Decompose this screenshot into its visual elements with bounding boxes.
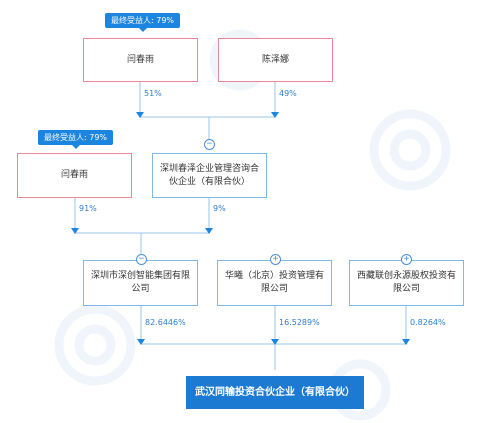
person-name: 陈泽娜	[261, 54, 289, 65]
arrow-down-icon	[271, 339, 279, 345]
person-name: 闫春雨	[60, 170, 88, 180]
arrow-down-icon	[71, 228, 79, 234]
target-company-node[interactable]: 武汉同输投资合伙企业（有限合伙）	[186, 376, 364, 409]
person-name: 闫春雨	[126, 54, 154, 65]
company-name: 西藏联创永源股权投资有限公司	[356, 271, 456, 294]
collapse-icon[interactable]: −	[136, 254, 147, 265]
beneficiary-badge-mid: 最终受益人: 79%	[38, 130, 114, 149]
arrow-down-icon	[136, 112, 144, 118]
company-node-shenchuang[interactable]: 深圳市深创智能集团有限公司	[83, 260, 198, 306]
share-percent: 16.5289%	[279, 318, 320, 327]
company-name: 深圳春泽企业管理咨询合伙企业（有限合伙）	[159, 163, 259, 187]
collapse-icon[interactable]: −	[204, 139, 215, 150]
arrow-down-icon	[271, 112, 279, 118]
arrow-down-icon	[402, 339, 410, 345]
beneficiary-badge-top: 最终受益人: 79%	[105, 13, 181, 32]
arrow-down-icon	[205, 228, 213, 234]
share-percent: 51%	[144, 89, 162, 98]
target-company-name: 武汉同输投资合伙企业（有限合伙）	[195, 387, 355, 398]
expand-icon[interactable]: +	[401, 254, 412, 265]
company-node-xizang[interactable]: 西藏联创永源股权投资有限公司	[349, 260, 464, 306]
share-percent: 91%	[79, 204, 97, 213]
company-node-partnership[interactable]: 深圳春泽企业管理咨询合伙企业（有限合伙）	[152, 153, 267, 198]
expand-icon[interactable]: +	[270, 254, 281, 265]
share-percent: 49%	[279, 89, 297, 98]
person-node-top[interactable]: 闫春雨	[83, 38, 198, 82]
company-name: 深圳市深创智能集团有限公司	[90, 271, 190, 294]
person-node-mid[interactable]: 闫春雨	[17, 153, 132, 198]
share-percent: 0.8264%	[410, 318, 446, 327]
share-percent: 9%	[213, 204, 226, 213]
arrow-down-icon	[137, 339, 145, 345]
share-percent: 82.6446%	[145, 318, 186, 327]
company-name: 华曦（北京）投资管理有限公司	[224, 271, 324, 294]
person-node-chen[interactable]: 陈泽娜	[218, 38, 333, 82]
company-node-huaxi[interactable]: 华曦（北京）投资管理有限公司	[217, 260, 332, 306]
